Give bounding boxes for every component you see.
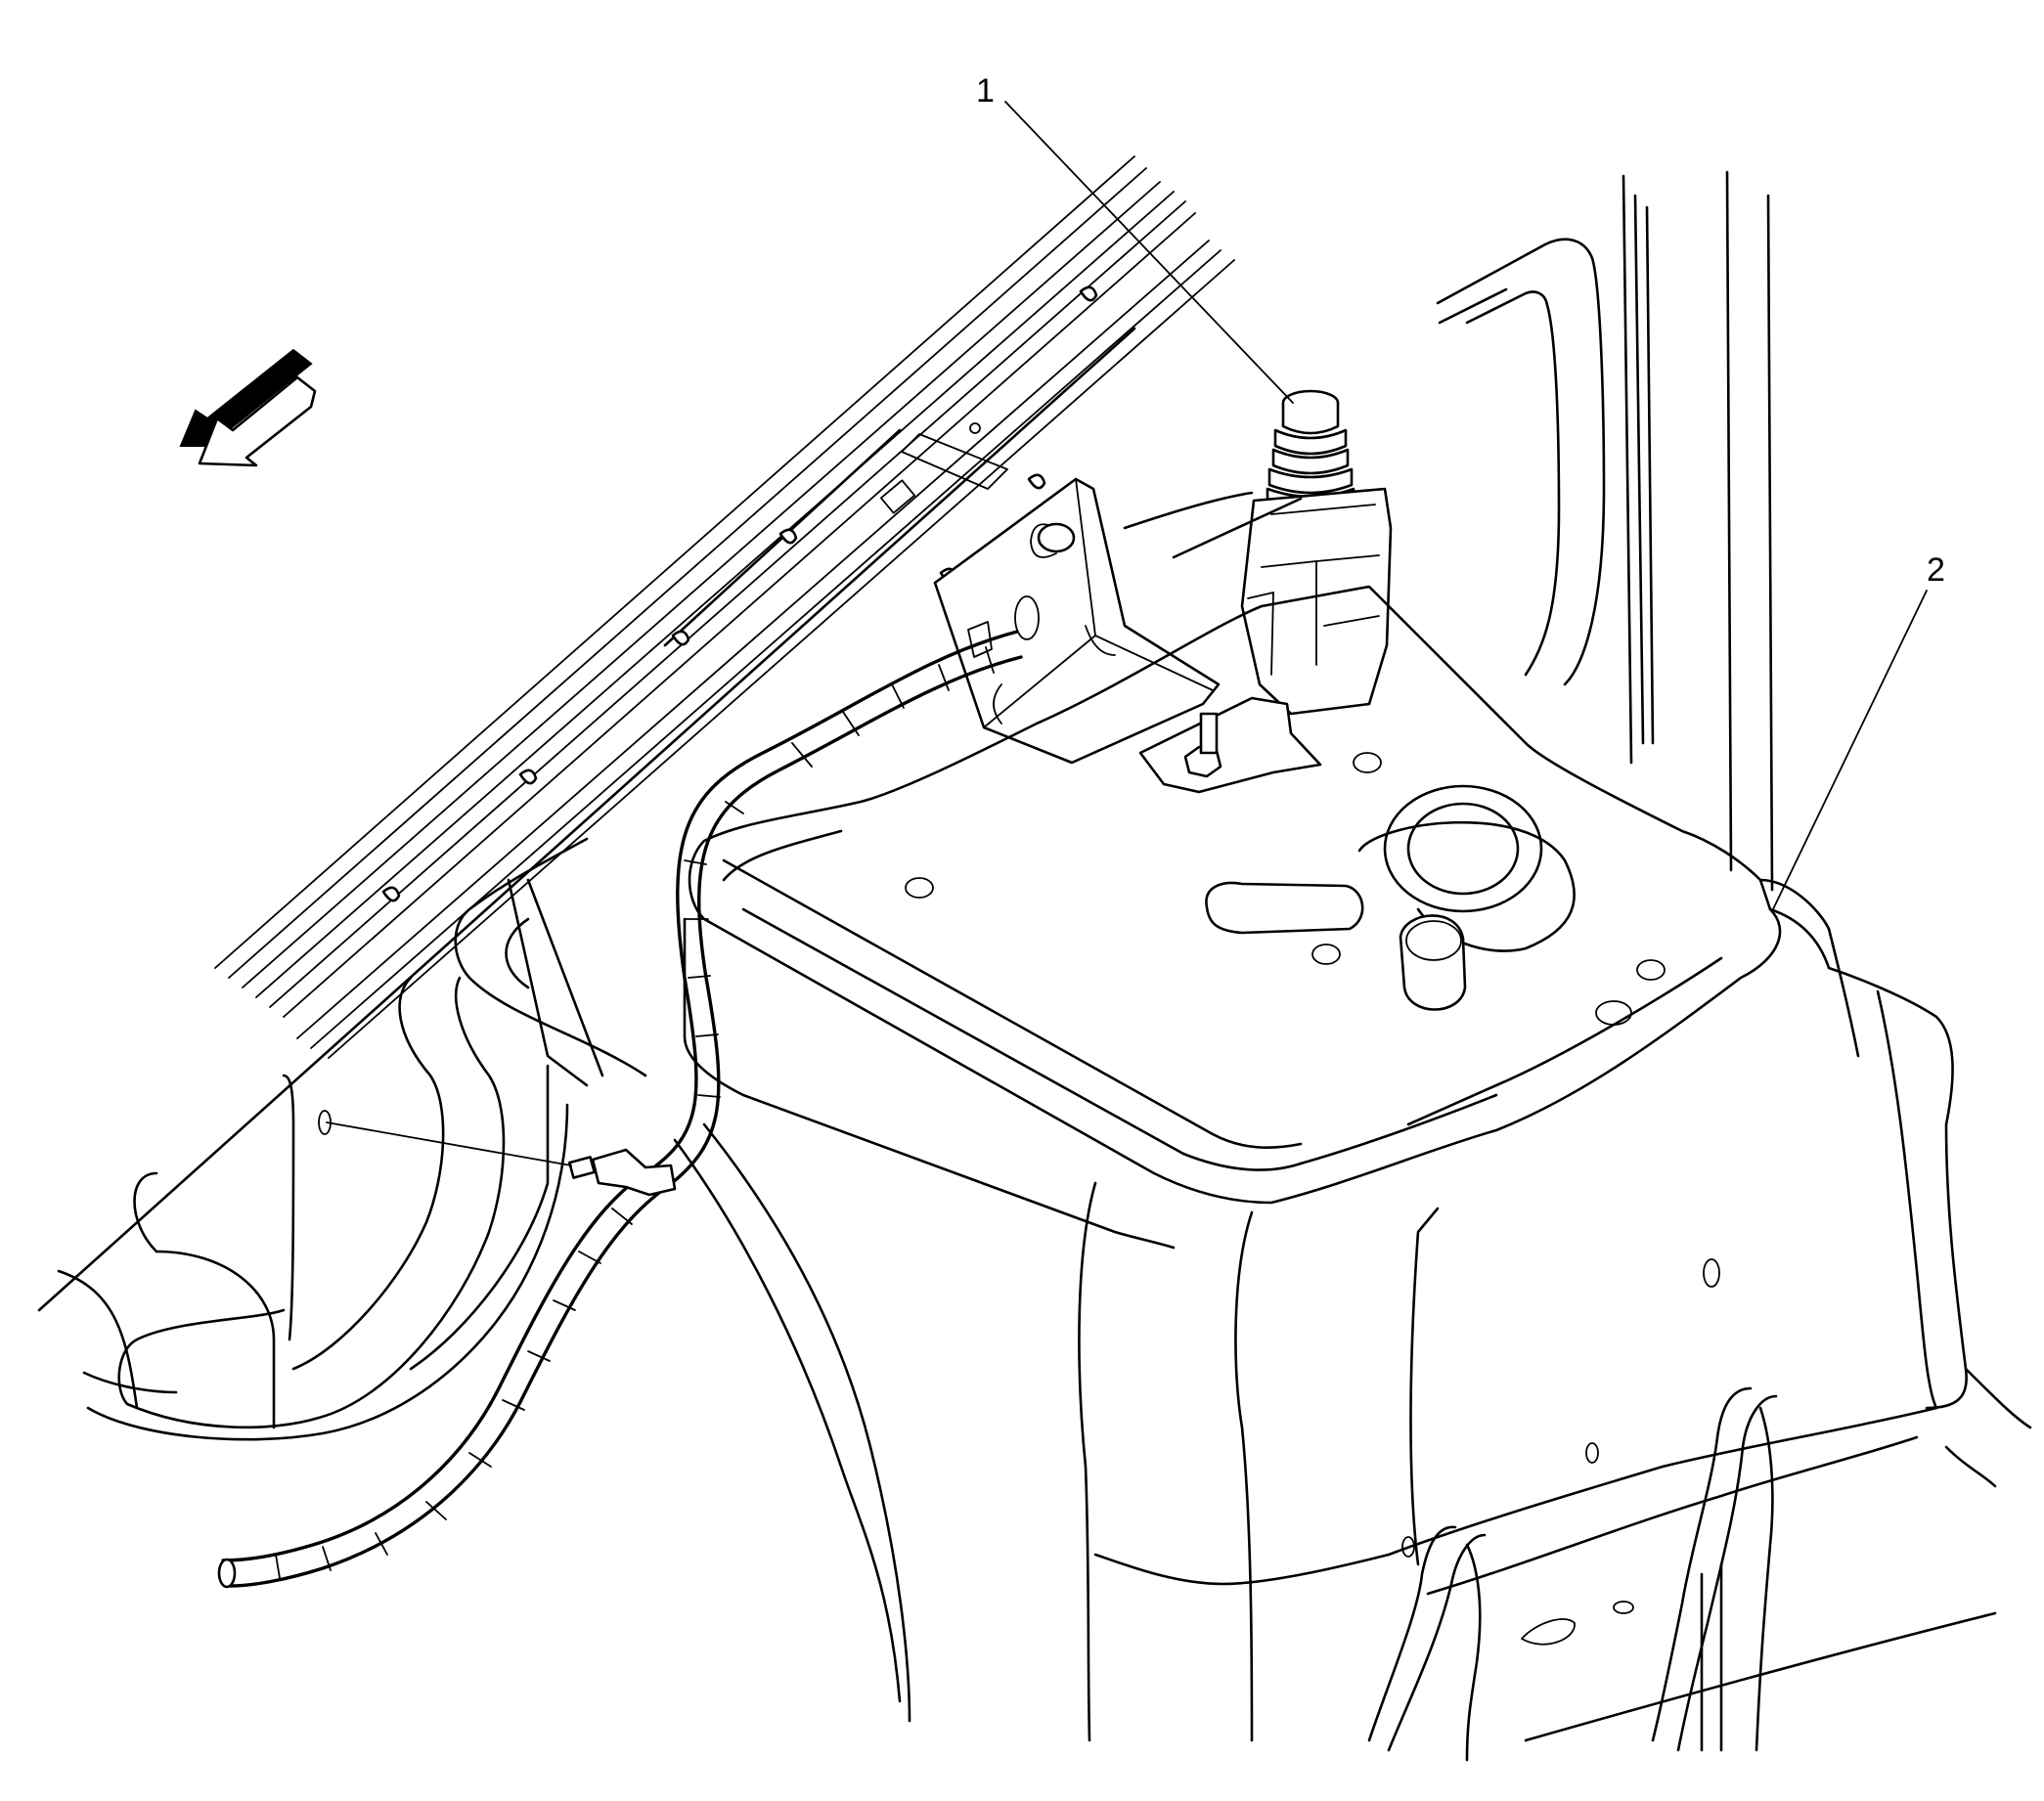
- wiring-harness: [217, 630, 1023, 1589]
- front-direction-arrow-icon: [179, 348, 317, 467]
- pushbutton-switch: [1138, 389, 1393, 794]
- callout-2-label: 2: [1927, 551, 1945, 589]
- callout-2: 2: [1771, 551, 1945, 912]
- wheelhouse-structure: [57, 837, 911, 1723]
- rear-panel-lines: [1123, 170, 1774, 892]
- callout-1-label: 1: [976, 72, 995, 110]
- bracket-assembly: [933, 477, 1221, 765]
- callout-1: 1: [976, 72, 1294, 404]
- tank-body: [683, 585, 2032, 1762]
